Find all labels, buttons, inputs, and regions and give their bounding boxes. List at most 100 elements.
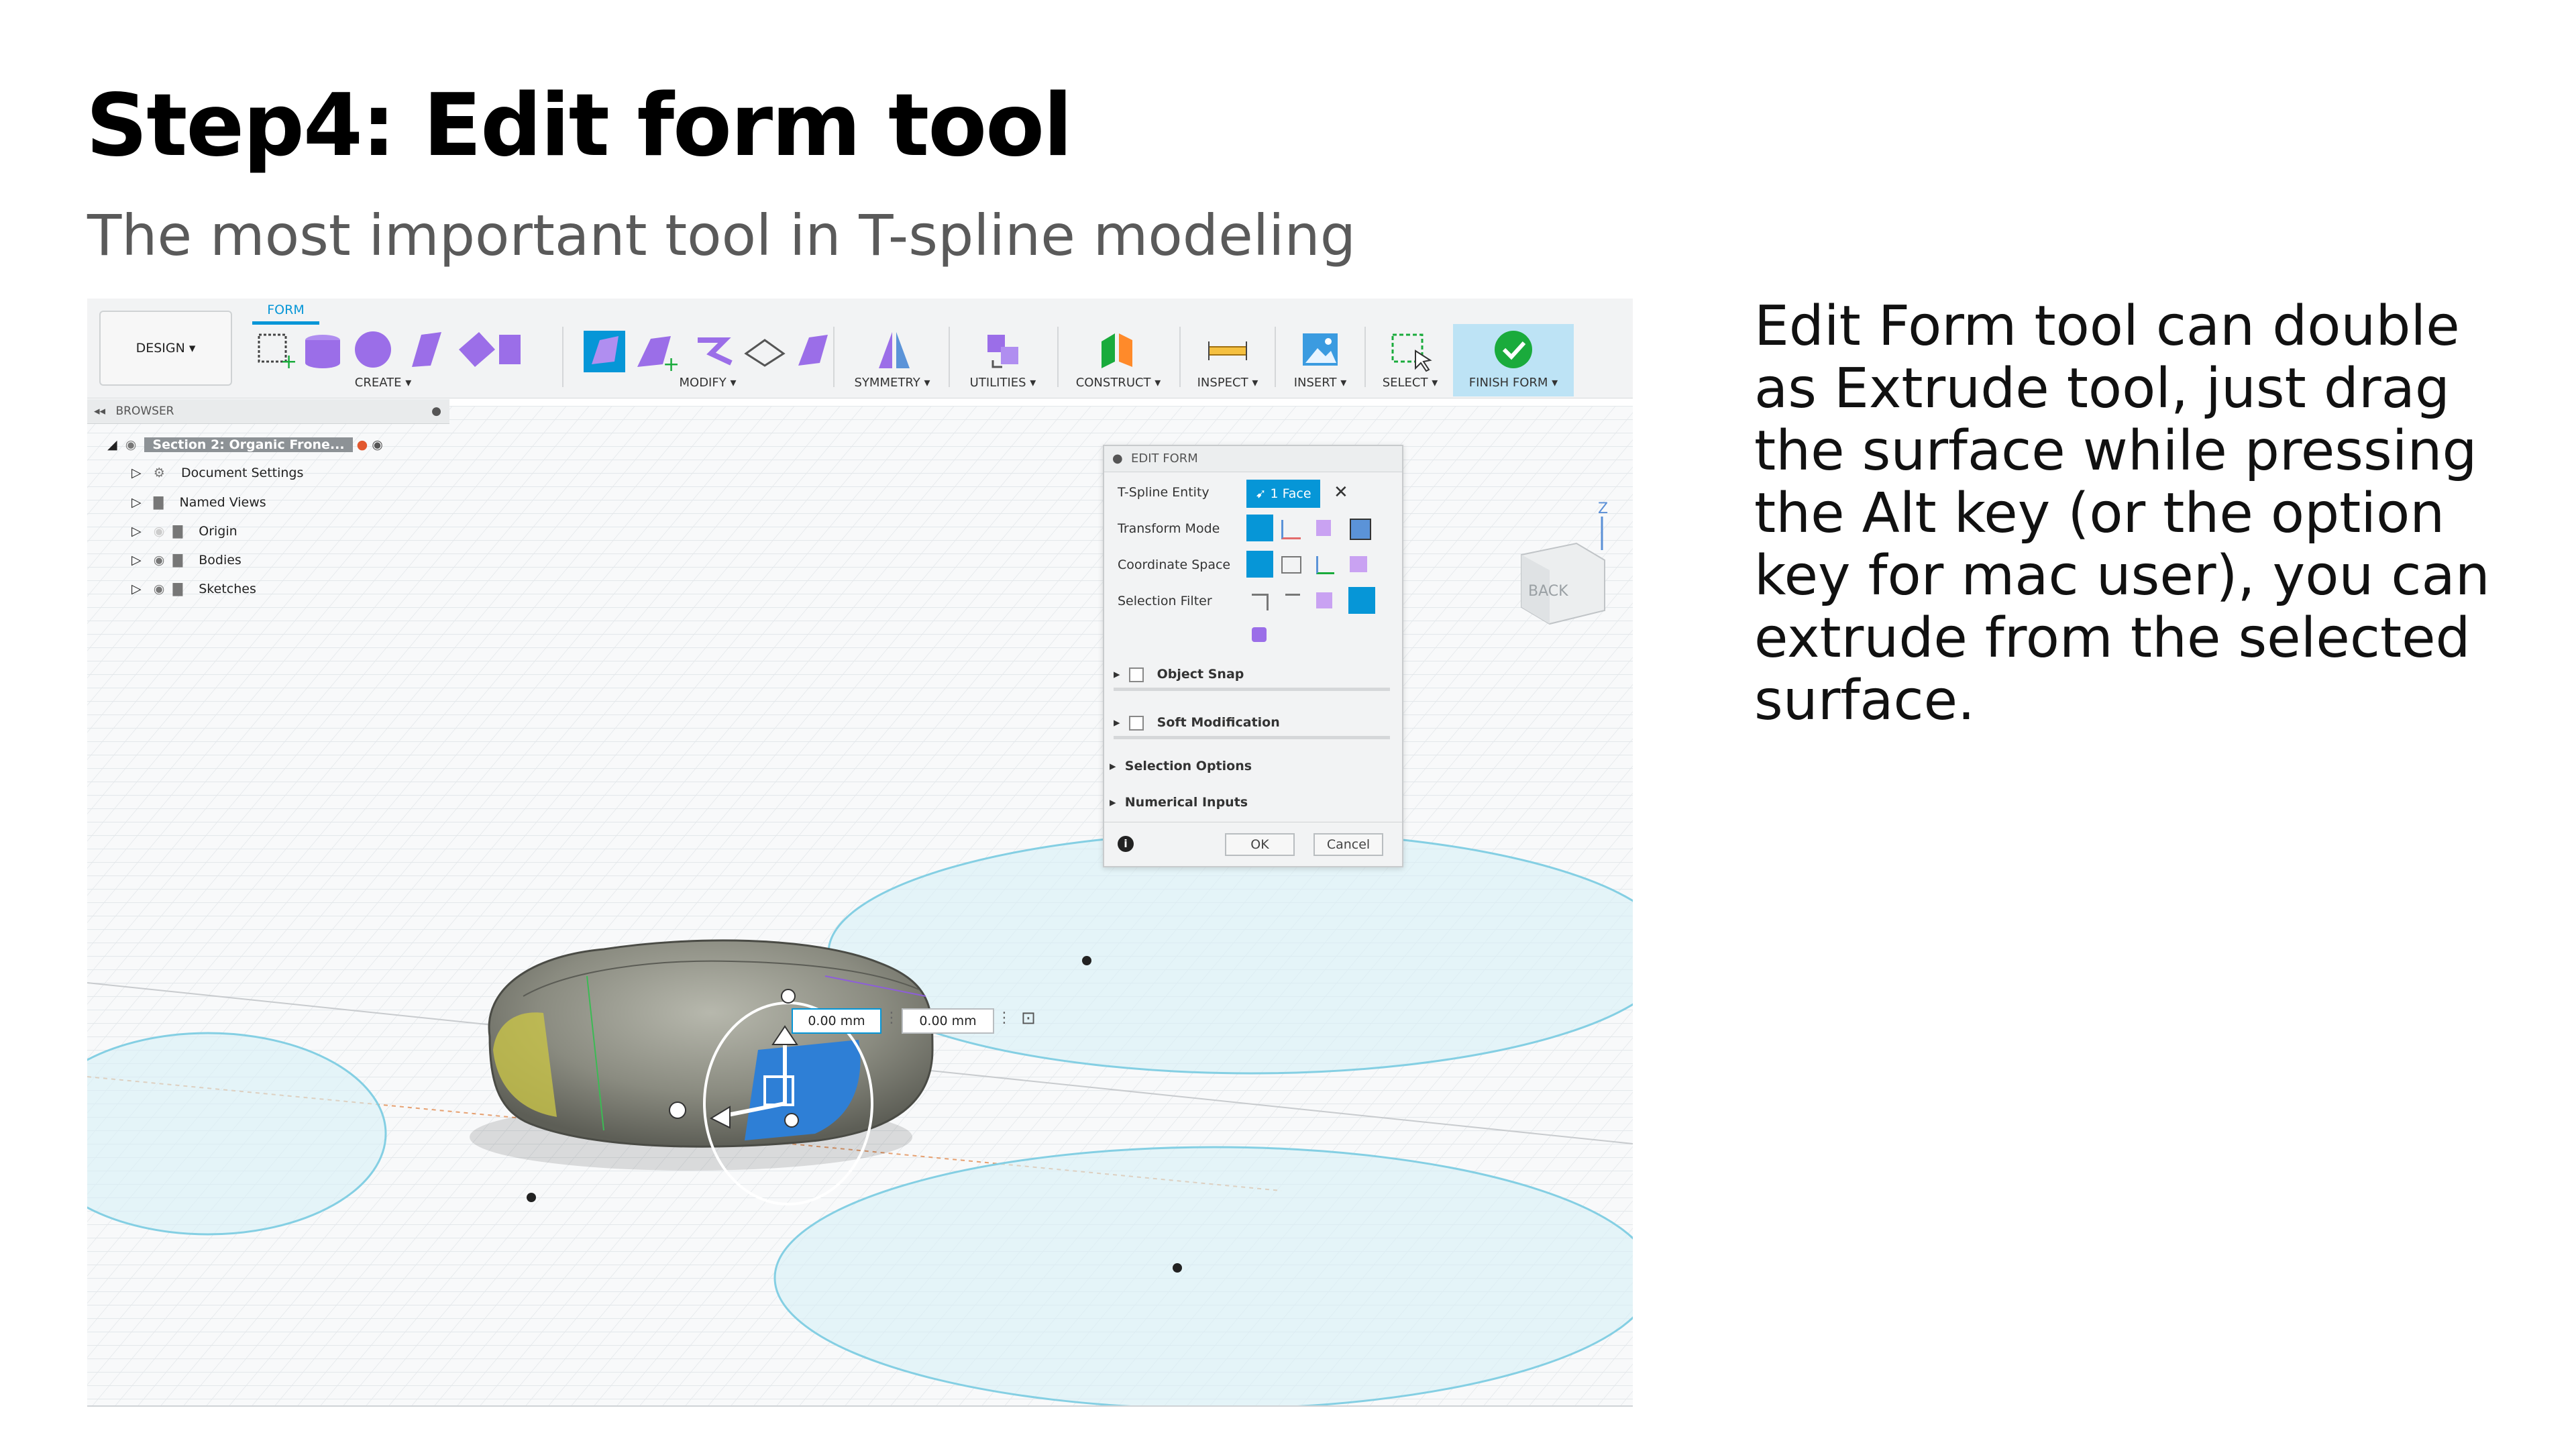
sketch-point[interactable] [1173,1263,1182,1273]
tree-item-bodies[interactable]: ▷ ◉ ▇ Bodies [131,547,241,574]
selected-face[interactable] [745,1040,861,1140]
dimension-input-1[interactable]: 0.00 mm [792,1008,881,1034]
cancel-button[interactable]: Cancel [1313,833,1383,856]
green-axis [586,975,604,1131]
selection-filter-buttons[interactable] [1246,587,1387,654]
dimension-menu-icon[interactable]: ⋮ [884,1010,899,1026]
construct-group[interactable]: CONSTRUCT ▾ [1061,319,1175,394]
modify-icons: + [584,331,828,376]
tree-root[interactable]: ◢ ◉ Section 2: Organic Frone... ● ◉ [107,431,383,458]
timeline-icon[interactable]: ● [356,437,368,452]
view-space-icon[interactable] [1246,551,1273,578]
edit-form-dialog: ● EDIT FORM T-Spline Entity ➹ 1 Face ✕ T… [1103,445,1403,867]
expand-icon[interactable]: ▷ [131,524,142,539]
vertex-filter-icon[interactable] [1252,594,1269,610]
create-label: CREATE ▾ [354,376,412,390]
sketch-circle-front [773,1146,1633,1405]
info-icon[interactable]: i [1118,836,1134,852]
root-component[interactable]: Section 2: Organic Frone... [144,437,353,452]
dimension-input-2[interactable]: 0.00 mm [902,1008,994,1034]
pin-input-icon[interactable]: ⊡ [1021,1008,1036,1028]
tree-item-document-settings[interactable]: ▷ ⚙ Document Settings [131,460,303,486]
soft-modification-label: Soft Modification [1157,715,1280,730]
separator [1364,327,1366,387]
sketch-point[interactable] [527,1193,536,1202]
view-cube[interactable]: BACK Z [1521,500,1608,625]
tab-form[interactable]: FORM [252,301,319,325]
finish-form-button[interactable]: FINISH FORM ▾ [1453,319,1574,394]
expand-icon[interactable]: ▸ [1110,759,1116,773]
object-filter-icon[interactable] [1252,627,1267,642]
expand-icon[interactable]: ▷ [131,553,142,568]
eye-icon[interactable]: ◉ [125,437,137,452]
check-icon [1495,331,1532,368]
selection-options-row[interactable]: ▸ Selection Options [1110,759,1252,773]
expand-icon[interactable]: ▷ [131,582,142,596]
inspect-group[interactable]: INSPECT ▾ [1183,319,1272,394]
browser-menu-icon[interactable]: ● [431,405,441,418]
separator [1057,327,1059,387]
world-space-icon[interactable] [1281,556,1301,574]
tree-item-label: Sketches [199,582,256,596]
tree-item-named-views[interactable]: ▷ ▇ Named Views [131,489,266,516]
coordinate-space-label: Coordinate Space [1118,557,1231,572]
scale-icon[interactable] [1350,519,1371,540]
soft-modification-checkbox[interactable] [1128,715,1144,731]
transform-manipulator[interactable] [669,989,873,1205]
eye-icon[interactable]: ◉ [153,582,165,596]
per-entity-icon[interactable] [1350,556,1367,572]
expand-icon[interactable]: ▷ [131,466,142,480]
tree-item-sketches[interactable]: ▷ ◉ ▇ Sketches [131,576,256,602]
tspline-entity-selector[interactable]: ➹ 1 Face [1246,480,1320,508]
collapse-icon[interactable]: ◂◂ [94,405,106,418]
expand-icon[interactable]: ▸ [1114,715,1120,730]
create-icons: + [258,331,521,374]
browser-header[interactable]: ◂◂ BROWSER ● [87,399,449,424]
select-label: SELECT ▾ [1382,376,1438,390]
select-group[interactable]: SELECT ▾ [1368,319,1452,394]
sketch-point[interactable] [1082,956,1091,965]
coordinate-space-buttons[interactable] [1246,551,1387,580]
workspace-switcher[interactable]: DESIGN ▾ [99,311,232,386]
insert-label: INSERT ▾ [1293,376,1347,390]
utilities-label: UTILITIES ▾ [969,376,1036,390]
separator [833,327,835,387]
object-snap-row[interactable]: ▸ Object Snap [1114,661,1390,691]
modify-group[interactable]: + MODIFY ▾ [570,319,845,394]
tree-item-origin[interactable]: ▷ ◉ ▇ Origin [131,518,237,545]
expand-icon[interactable]: ◢ [107,437,117,452]
expand-icon[interactable]: ▷ [131,495,142,510]
eye-hidden-icon[interactable]: ◉ [153,524,165,539]
insert-group[interactable]: INSERT ▾ [1279,319,1362,394]
edge-filter-icon[interactable] [1285,594,1300,610]
cursor-icon: ➹ [1255,486,1267,501]
dimension-menu-icon[interactable]: ⋮ [997,1010,1012,1026]
radio-icon[interactable]: ◉ [372,437,383,452]
clear-selection-icon[interactable]: ✕ [1334,482,1348,502]
symmetry-icon [879,332,910,368]
utilities-group[interactable]: UTILITIES ▾ [953,319,1053,394]
slide-body-text: Edit Form tool can double as Extrude too… [1754,294,2490,733]
object-snap-checkbox[interactable] [1128,667,1144,682]
edit-form-header[interactable]: ● EDIT FORM [1104,446,1402,472]
rotate-icon[interactable] [1316,520,1331,536]
multi-transform-icon[interactable] [1246,515,1273,541]
expand-icon[interactable]: ▸ [1114,667,1120,682]
selection-filter-label: Selection Filter [1118,594,1212,608]
expand-icon[interactable]: ▸ [1110,795,1116,810]
local-space-icon[interactable] [1316,556,1334,574]
eye-icon[interactable]: ◉ [153,553,165,568]
dialog-footer: i OK Cancel [1104,822,1402,867]
body-filter-icon[interactable] [1348,587,1375,614]
ok-button[interactable]: OK [1225,833,1295,856]
utilities-icon [987,335,1018,368]
soft-modification-row[interactable]: ▸ Soft Modification [1114,709,1390,739]
tspline-entity-label: T-Spline Entity [1118,485,1210,500]
translate-icon[interactable] [1281,520,1301,539]
separator [949,327,950,387]
create-group[interactable]: + CREATE ▾ [246,319,521,394]
numerical-inputs-row[interactable]: ▸ Numerical Inputs [1110,795,1248,810]
face-filter-icon[interactable] [1316,592,1332,608]
transform-mode-buttons[interactable] [1246,515,1387,544]
symmetry-group[interactable]: SYMMETRY ▾ [839,319,946,394]
